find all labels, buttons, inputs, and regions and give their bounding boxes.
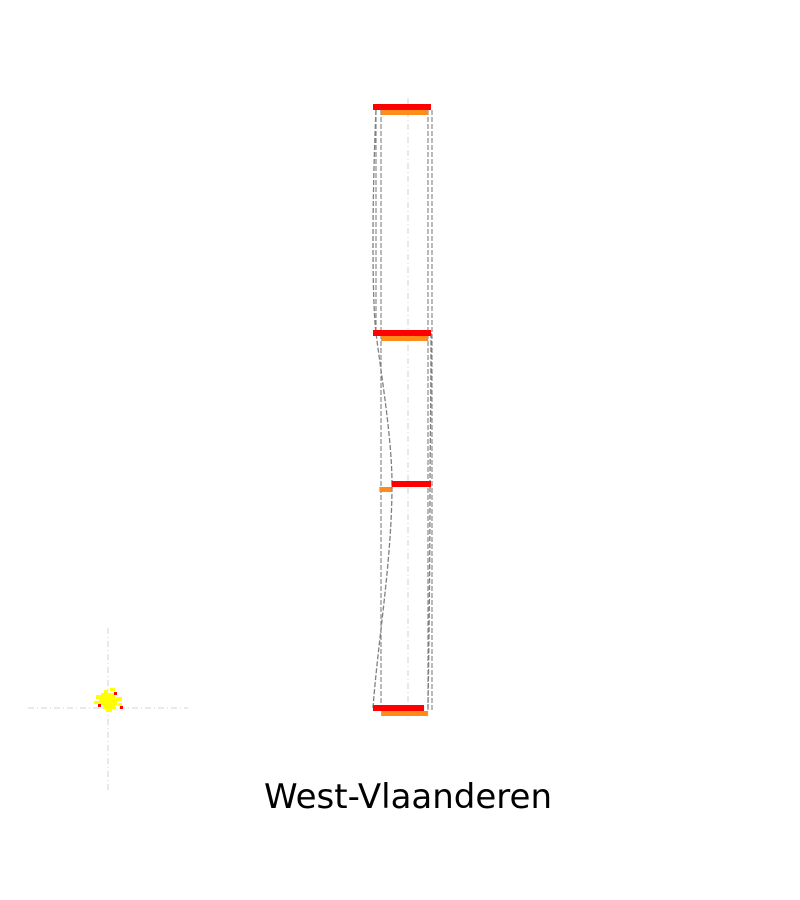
mini-blob-5 [99,699,117,705]
mini-blob-4 [101,693,115,699]
level-3-secondary-bar [379,487,392,492]
mini-blob-9 [94,701,99,704]
level-4-secondary-bar [381,711,429,716]
level-1-primary-bar [373,104,431,110]
mini-blob-accent-1 [98,704,101,707]
level-3-primary-bar [391,481,431,487]
level-2-primary-bar [373,330,431,336]
mini-blob-10 [118,703,122,706]
level-2-secondary-bar [381,336,429,341]
mini-blob-1 [104,690,108,693]
main-plot [372,98,433,722]
mini-blob-2 [110,688,115,691]
outline-left-profile [372,109,393,709]
chart-title: West-Vlaanderen [264,777,552,817]
mini-blob-accent-2 [114,692,117,695]
mini-blob-accent-3 [120,706,123,709]
mini-blob-7 [106,709,112,712]
mini-marker-plot [28,628,188,790]
mini-blob-8 [116,697,122,701]
mini-blob-6 [103,705,115,709]
level-1-secondary-bar [381,110,429,115]
level-4-primary-bar [373,705,425,711]
mini-blob-3 [96,695,102,699]
